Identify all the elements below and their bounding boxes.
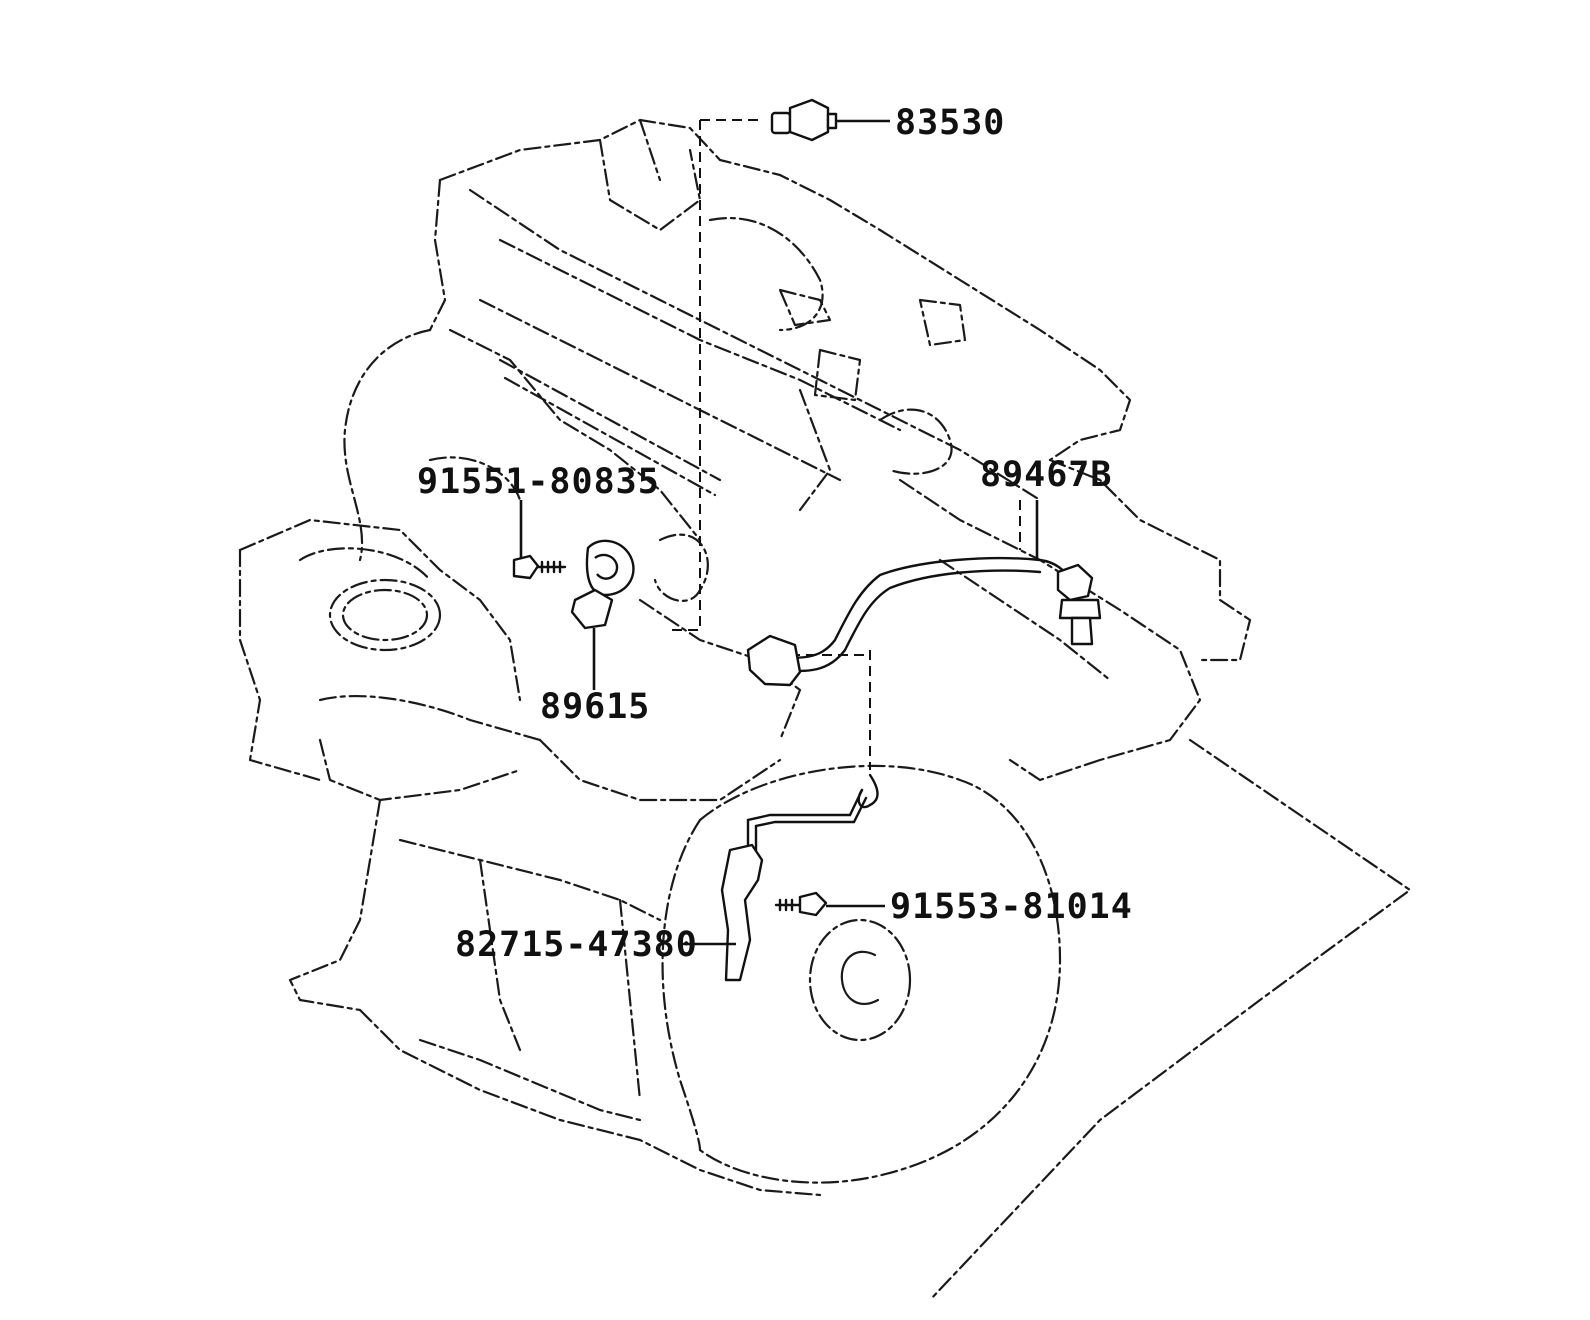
engine-outline (238, 118, 1412, 1302)
part-91551-80835-bolt (512, 500, 567, 580)
part-91553-81014-bolt (774, 891, 885, 917)
part-89615-knock-sensor (570, 539, 635, 690)
callout-89467B: 89467B (980, 455, 1113, 495)
callout-91551-80835: 91551-80835 (417, 462, 660, 502)
part-89467B-sensor (746, 500, 1102, 687)
callout-82715-47380: 82715-47380 (455, 925, 698, 965)
part-82715-47380-bracket (680, 773, 879, 982)
callout-89615: 89615 (540, 687, 651, 727)
callout-83530: 83530 (895, 103, 1006, 143)
callout-91553-81014: 91553-81014 (890, 887, 1133, 927)
part-83530-switch (770, 98, 890, 142)
